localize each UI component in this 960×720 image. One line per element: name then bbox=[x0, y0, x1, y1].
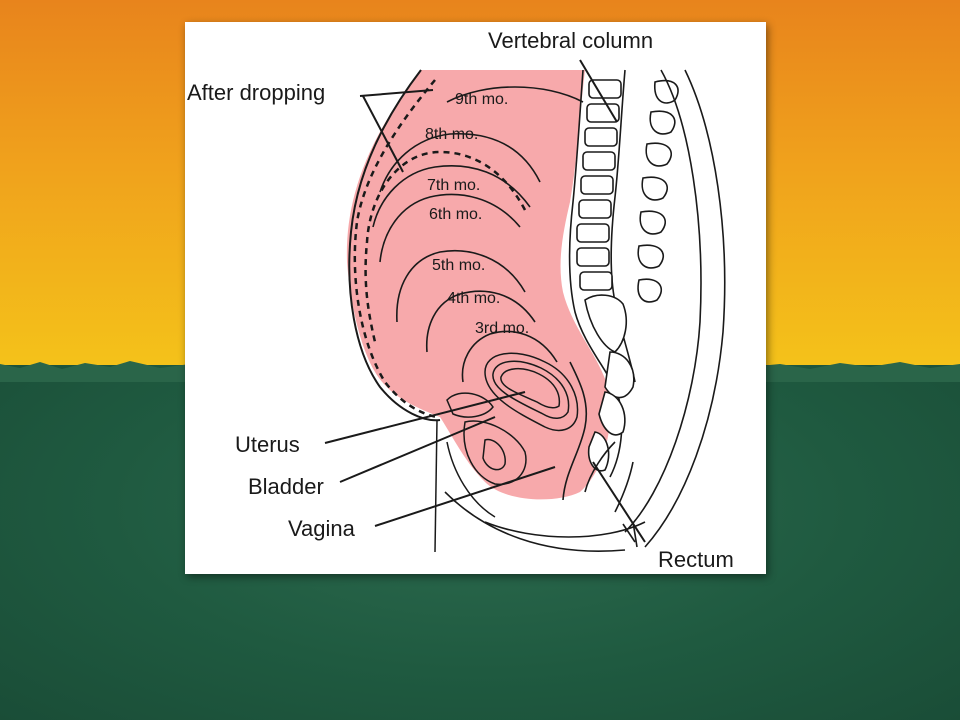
after-dropping-outline-outer bbox=[353, 79, 438, 419]
label-month-6: 6th mo. bbox=[429, 206, 482, 223]
leader-uterus bbox=[324, 391, 526, 444]
label-month-7: 7th mo. bbox=[427, 177, 480, 194]
leader-vertebral-column bbox=[579, 59, 618, 123]
uterus-shape bbox=[484, 352, 579, 432]
month-arcs bbox=[372, 86, 584, 383]
anatomy-figure-card: Vertebral column After dropping 9th mo. … bbox=[185, 22, 766, 574]
arc-5th-month bbox=[396, 250, 526, 323]
leader-after-dropping-a bbox=[359, 89, 434, 97]
pregnancy-uterus-diagram: Vertebral column After dropping 9th mo. … bbox=[187, 28, 734, 572]
label-uterus: Uterus bbox=[235, 432, 300, 457]
leader-lines bbox=[324, 59, 646, 543]
leader-vagina bbox=[374, 466, 556, 527]
arc-3rd-month bbox=[461, 330, 558, 383]
label-vertebral-column: Vertebral column bbox=[488, 28, 653, 53]
leader-after-dropping-b bbox=[362, 95, 404, 173]
abdominal-wall bbox=[348, 69, 441, 422]
arc-7th-month bbox=[372, 165, 531, 228]
after-dropping-outline-inner bbox=[364, 150, 527, 343]
label-month-3: 3rd mo. bbox=[475, 320, 529, 337]
label-after-dropping: After dropping bbox=[187, 80, 325, 105]
leader-rectum bbox=[592, 461, 646, 543]
label-month-4: 4th mo. bbox=[447, 290, 500, 307]
arc-8th-month bbox=[379, 132, 541, 193]
label-bladder: Bladder bbox=[248, 474, 324, 499]
rectum-shape bbox=[444, 361, 646, 552]
label-month-8: 8th mo. bbox=[425, 126, 478, 143]
arc-9th-month bbox=[446, 86, 584, 103]
spinous-processes bbox=[624, 69, 726, 548]
leader-bladder bbox=[339, 416, 496, 483]
label-vagina: Vagina bbox=[288, 516, 356, 541]
arc-6th-month bbox=[379, 193, 521, 263]
label-rectum: Rectum bbox=[658, 547, 734, 572]
label-month-9: 9th mo. bbox=[455, 91, 508, 108]
label-month-5: 5th mo. bbox=[432, 257, 485, 274]
arc-4th-month bbox=[425, 290, 536, 353]
vertebral-column-shape bbox=[568, 69, 636, 478]
